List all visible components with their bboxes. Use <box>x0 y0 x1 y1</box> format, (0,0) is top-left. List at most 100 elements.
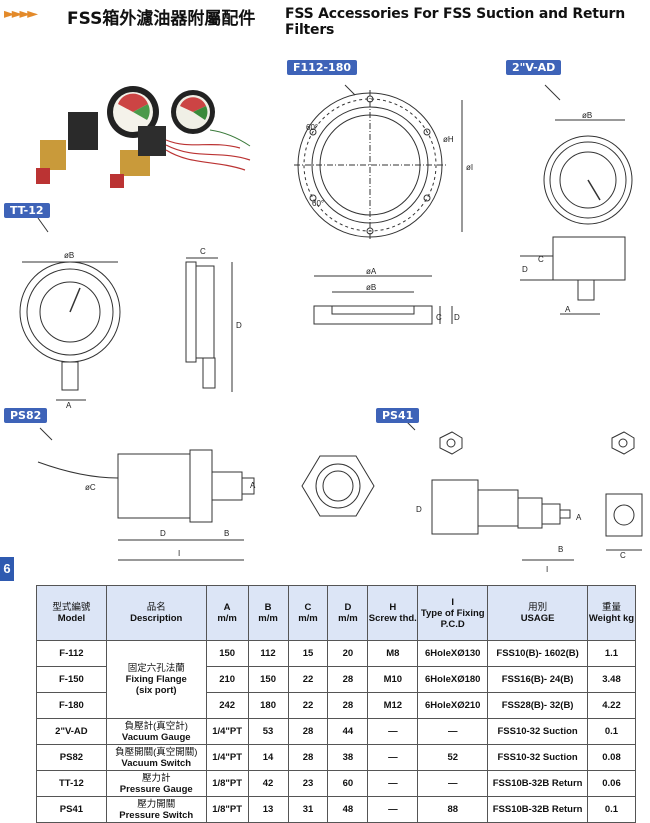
page-header: ►►►► FSS箱外濾油器附屬配件 FSS Accessories For FS… <box>0 0 650 38</box>
cell-h: — <box>367 744 419 771</box>
cell-weight: 0.08 <box>586 744 637 771</box>
dim-phi-h: øH <box>443 135 454 144</box>
cell-weight: 0.1 <box>586 796 637 823</box>
header-arrows: ►►►► <box>4 6 38 22</box>
table-row: F-150 210 150 22 28 M10 6HoleXØ180 FSS16… <box>36 666 637 693</box>
dim-b-ps41: B <box>558 545 563 554</box>
cell-weight: 4.22 <box>586 692 637 719</box>
cell-a: 1/4"PT <box>205 718 249 745</box>
cell-i: 52 <box>417 744 489 771</box>
cell-c: 15 <box>287 640 329 667</box>
dim-c-flange: C <box>436 313 442 322</box>
cell-c: 23 <box>287 770 329 797</box>
flange-top-view <box>294 84 463 240</box>
cell-usage: FSS10-32 Suction <box>487 744 588 771</box>
cell-usage: FSS10(B)- 1602(B) <box>487 640 588 667</box>
table-row: PS82 負壓開關(真空開關)Vacuum Switch 1/4"PT 14 2… <box>36 744 637 771</box>
dim-i-ps41: I <box>546 565 548 574</box>
dim-a-ps41: A <box>576 513 582 522</box>
page-number: 6 <box>0 557 14 581</box>
cell-d: 28 <box>327 666 369 693</box>
cell-usage: FSS10B-32B Return <box>487 770 588 797</box>
flange-side-view <box>313 275 453 325</box>
dim-a-gauge: A <box>565 305 571 314</box>
title-chinese: FSS箱外濾油器附屬配件 <box>67 9 256 29</box>
cell-i: — <box>417 718 489 745</box>
cell-d: 38 <box>327 744 369 771</box>
tag-ps41: PS41 <box>376 408 420 423</box>
cell-b: 14 <box>247 744 289 771</box>
cell-usage: FSS10B-32B Return <box>487 796 588 823</box>
cell-h: — <box>367 718 419 745</box>
cell-d: 28 <box>327 692 369 719</box>
dim-phi-b-flange: øB <box>366 283 376 292</box>
dim-b-ps82: B <box>224 529 229 538</box>
cell-model: PS82 <box>36 744 107 771</box>
product-photo <box>36 86 251 188</box>
cell-b: 180 <box>247 692 289 719</box>
tag-f112-180: F112-180 <box>287 60 358 75</box>
tag-2v-ad: 2"V-AD <box>506 60 562 75</box>
cell-weight: 3.48 <box>586 666 637 693</box>
dim-phi-i: øI <box>466 163 473 172</box>
tag-ps82: PS82 <box>4 408 48 423</box>
cell-description: 負壓計(真空計)Vacuum Gauge <box>105 718 207 745</box>
dim-c-tt12: C <box>200 247 206 256</box>
cell-usage: FSS28(B)- 32(B) <box>487 692 588 719</box>
tag-tt12: TT-12 <box>4 203 50 218</box>
cell-description: 負壓開關(真空開關)Vacuum Switch <box>105 744 207 771</box>
dim-a-tt12: A <box>66 401 72 410</box>
cell-b: 13 <box>247 796 289 823</box>
cell-c: 28 <box>287 718 329 745</box>
cell-a: 1/4"PT <box>205 744 249 771</box>
cell-b: 53 <box>247 718 289 745</box>
cell-a: 150 <box>205 640 249 667</box>
cell-c: 28 <box>287 744 329 771</box>
cell-d: 60 <box>327 770 369 797</box>
cell-i: 6HoleXØ210 <box>417 692 489 719</box>
dim-d-ps82: D <box>160 529 166 538</box>
cell-d: 48 <box>327 796 369 823</box>
dim-d-ps41: D <box>416 505 422 514</box>
hex-nut-view <box>301 455 375 517</box>
cell-model: 2"V-AD <box>36 718 107 745</box>
cell-h: — <box>367 770 419 797</box>
cell-i: 6HoleXØ180 <box>417 666 489 693</box>
dim-phi-c-ps82: øC <box>85 483 96 492</box>
cell-h: M10 <box>367 666 419 693</box>
cell-model: TT-12 <box>36 770 107 797</box>
table-row: 2"V-AD 負壓計(真空計)Vacuum Gauge 1/4"PT 53 28… <box>36 718 637 745</box>
cell-h: M12 <box>367 692 419 719</box>
dim-d-flange: D <box>454 313 460 322</box>
cell-c: 22 <box>287 692 329 719</box>
vacuum-switch-drawing <box>37 427 255 561</box>
dim-c-gauge: C <box>538 255 544 264</box>
cell-model: F-150 <box>36 666 107 693</box>
cell-model: F-180 <box>36 692 107 719</box>
pressure-switch-drawing <box>404 419 643 561</box>
cell-usage: FSS16(B)- 24(B) <box>487 666 588 693</box>
cell-d: 44 <box>327 718 369 745</box>
dim-a-ps82: A <box>250 481 256 490</box>
dim-sixty-deg-2: 60° <box>312 199 324 208</box>
cell-i: — <box>417 770 489 797</box>
cell-a: 242 <box>205 692 249 719</box>
dim-phi-b-gauge: øB <box>582 111 592 120</box>
cell-a: 1/8"PT <box>205 796 249 823</box>
cell-c: 31 <box>287 796 329 823</box>
cell-a: 210 <box>205 666 249 693</box>
